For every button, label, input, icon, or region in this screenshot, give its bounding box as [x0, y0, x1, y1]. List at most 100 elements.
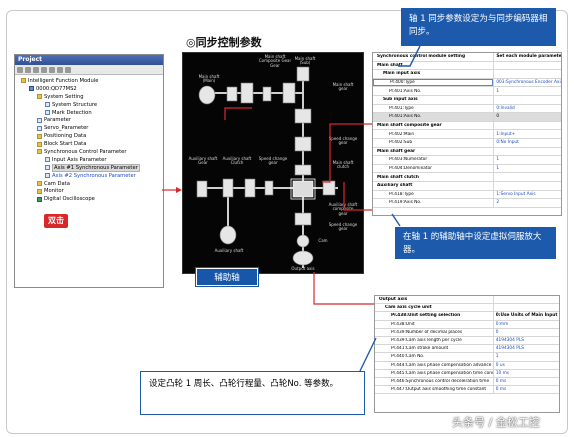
toolbar-icon[interactable] — [57, 67, 63, 73]
tree-item[interactable]: 0000:QD77MS2 — [17, 85, 163, 93]
doc-icon — [45, 110, 50, 115]
tree-item[interactable]: Digital Oscilloscope — [17, 195, 163, 203]
parameter-value[interactable]: 1:Servo Input Axis — [493, 190, 561, 199]
parameter-value[interactable] — [493, 70, 561, 78]
parameter-value[interactable]: 0 us — [492, 361, 559, 369]
parameter-value[interactable]: 2 — [493, 199, 561, 207]
parameter-row[interactable]: Output axis — [375, 296, 559, 305]
parameter-value[interactable] — [493, 181, 561, 190]
parameter-value[interactable]: 0 ms — [492, 377, 559, 386]
parameter-value[interactable]: 0:No Input — [493, 138, 561, 147]
parameter-value[interactable]: 1 — [493, 87, 561, 95]
parameter-row[interactable]: Pr.401:Axis No.1 — [373, 87, 561, 96]
parameter-row[interactable]: Cam axis cycle unit — [375, 304, 559, 313]
parameter-value[interactable] — [492, 296, 559, 304]
parameter-value[interactable] — [493, 61, 561, 70]
parameter-value[interactable]: 0:Invalid — [493, 104, 561, 113]
toolbar-icon[interactable] — [65, 67, 71, 73]
parameter-row[interactable]: Main shaft clutch — [373, 173, 561, 182]
parameter-value[interactable]: 4194304 PLS — [492, 336, 559, 345]
toolbar-icon[interactable] — [41, 67, 47, 73]
parameter-name: Auxiliary shaft — [377, 183, 413, 189]
parameter-value[interactable] — [492, 304, 559, 312]
parameter-name: Pr.446:Synchronous control deceleration … — [391, 378, 490, 384]
double-click-badge: 双击 — [44, 214, 68, 228]
parameter-row[interactable]: Pr.445:Cam axis phase compensation time … — [375, 369, 559, 378]
toolbar-icon[interactable] — [25, 67, 31, 73]
parameter-value[interactable] — [493, 173, 561, 181]
parameter-row[interactable]: Pr.447:Output axis smoothing time consta… — [375, 386, 559, 395]
parameter-row[interactable]: Main shaft composite gear — [373, 121, 561, 131]
tree-item[interactable]: Axis #2 Synchronous Parameter — [17, 172, 163, 180]
parameter-value[interactable]: 1 — [493, 164, 561, 173]
parameter-value[interactable] — [493, 147, 561, 156]
tree-item[interactable]: Cam Data — [17, 180, 163, 188]
doc-icon — [45, 157, 50, 163]
parameter-value[interactable]: 4194304 PLS — [492, 345, 559, 353]
folder-icon — [37, 94, 42, 100]
parameter-row[interactable]: Auxiliary shaft — [373, 181, 561, 191]
parameter-value[interactable]: 1 — [493, 156, 561, 164]
parameter-value[interactable]: 10 ms — [492, 369, 559, 377]
tree-item[interactable]: Servo_Parameter — [17, 124, 163, 132]
parameter-value[interactable]: 1 — [492, 353, 559, 361]
parameter-value[interactable]: 003:Synchronous Encoder Axis — [493, 78, 561, 87]
parameter-value[interactable]: 0 — [493, 113, 561, 121]
tree-item[interactable]: Mark Detection — [17, 109, 163, 117]
parameter-value[interactable] — [493, 95, 561, 104]
cpu-icon — [29, 86, 34, 92]
toolbar-icon[interactable] — [49, 67, 55, 73]
tree-item[interactable]: Input Axis Parameter — [17, 156, 163, 164]
parameter-row[interactable]: Main input axis — [373, 70, 561, 79]
parameter-row[interactable]: Pr.440:Cam No.1 — [375, 353, 559, 362]
parameter-name: Pr.438:Unit setting selection — [391, 313, 461, 319]
parameter-value[interactable]: Set each module parameter. — [493, 53, 561, 61]
tree-item[interactable]: Block Start Data — [17, 140, 163, 148]
parameter-row[interactable]: Pr.438:Unit setting selection 0:Use Units… — [375, 312, 559, 321]
parameter-row[interactable]: Pr.444:Cam axis phase compensation advan… — [375, 361, 559, 370]
parameter-row[interactable]: Sub input axis — [373, 95, 561, 105]
parameter-value[interactable]: 1:Input+ — [493, 130, 561, 138]
tree-item[interactable]: Positioning Data — [17, 132, 163, 140]
tree-item-label: Monitor — [44, 188, 64, 195]
tree-item[interactable]: Intelligent Function Module — [17, 77, 163, 85]
parameter-value[interactable] — [493, 121, 561, 130]
tree-item[interactable]: Synchronous Control Parameter — [17, 148, 163, 156]
parameter-row[interactable]: Pr.401:Axis No.0 — [373, 113, 561, 122]
toolbar-icon[interactable] — [33, 67, 39, 73]
tree-item[interactable]: System Structure — [17, 101, 163, 109]
parameter-value[interactable]: 0:mm — [492, 320, 559, 328]
tree-item[interactable]: System Setting — [17, 93, 163, 101]
parameter-name: Main input axis — [383, 71, 421, 77]
parameter-row[interactable]: Pr.419:Axis No.2 — [373, 199, 561, 208]
watermark: 头条号 / 金松工控 — [452, 416, 540, 429]
tree-item[interactable]: Axis #1 Synchronous Parameter — [17, 163, 163, 172]
parameter-row[interactable]: Main shaft — [373, 61, 561, 71]
parameter-value[interactable]: 0:Use Units of Main Input Pos — [492, 312, 559, 320]
parameter-name: Main shaft clutch — [377, 174, 419, 180]
parameter-value[interactable]: 0 — [492, 328, 559, 336]
tree-item[interactable]: Monitor — [17, 187, 163, 195]
toolbar-icon[interactable] — [17, 67, 23, 73]
parameter-row[interactable]: Main shaft gear — [373, 147, 561, 157]
parameter-row[interactable]: Pr.446:Synchronous control deceleration … — [375, 377, 559, 387]
parameter-value[interactable]: 0 ms — [492, 386, 559, 394]
tree-item[interactable]: Parameter — [17, 116, 163, 124]
